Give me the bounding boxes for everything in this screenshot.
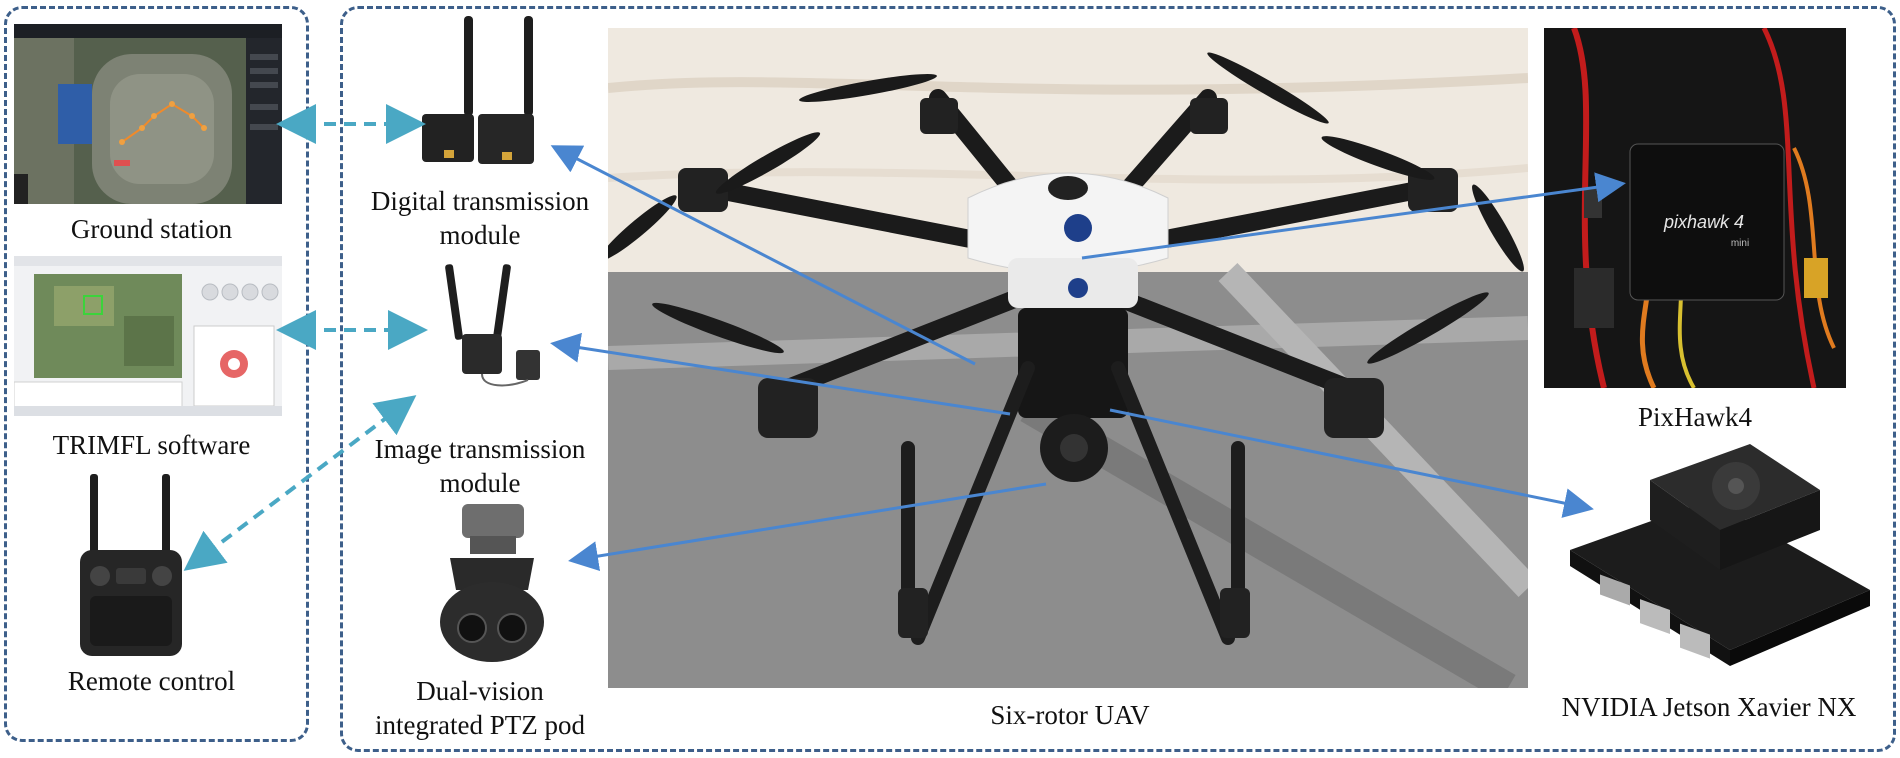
ground-station-image — [14, 24, 282, 204]
trimfl-software-image — [14, 256, 282, 416]
uav-system-frame — [340, 6, 1896, 752]
pointer-pixhawk — [1081, 172, 1626, 260]
pointer-image-module — [550, 332, 1011, 416]
ground-station-label: Ground station — [70, 214, 233, 244]
pixhawk-sub-text: mini — [1731, 238, 1749, 249]
remote-control-label: Remote control — [67, 666, 236, 696]
pixhawk-label: PixHawk4 — [1638, 402, 1752, 432]
pointer-jetson — [1109, 408, 1594, 518]
ptz-pod-image — [432, 500, 552, 672]
pixhawk4-image: pixhawk 4 mini — [1544, 28, 1846, 388]
six-rotor-uav-image — [608, 28, 1528, 688]
ptz-label-line2: integrated PTZ pod — [375, 710, 585, 740]
remote-control-image — [76, 470, 186, 660]
digital-module-label-line1: Digital transmission — [370, 186, 590, 216]
uav-label: Six-rotor UAV — [990, 700, 1150, 730]
ptz-label-line1: Dual-vision — [416, 676, 544, 706]
digital-transmission-image — [414, 10, 538, 170]
pointer-ptz-pod — [568, 482, 1047, 571]
jetson-label: NVIDIA Jetson Xavier NX — [1561, 692, 1857, 722]
image-module-label-line2: module — [439, 468, 521, 498]
pixhawk-brand-text: pixhawk 4 — [1663, 212, 1744, 232]
image-transmission-image — [428, 258, 554, 394]
link-remote-image — [183, 395, 417, 571]
ground-side-frame — [4, 6, 309, 742]
jetson-xavier-image — [1560, 440, 1878, 680]
pointer-digital-module — [550, 145, 976, 366]
digital-module-label-line2: module — [439, 220, 521, 250]
